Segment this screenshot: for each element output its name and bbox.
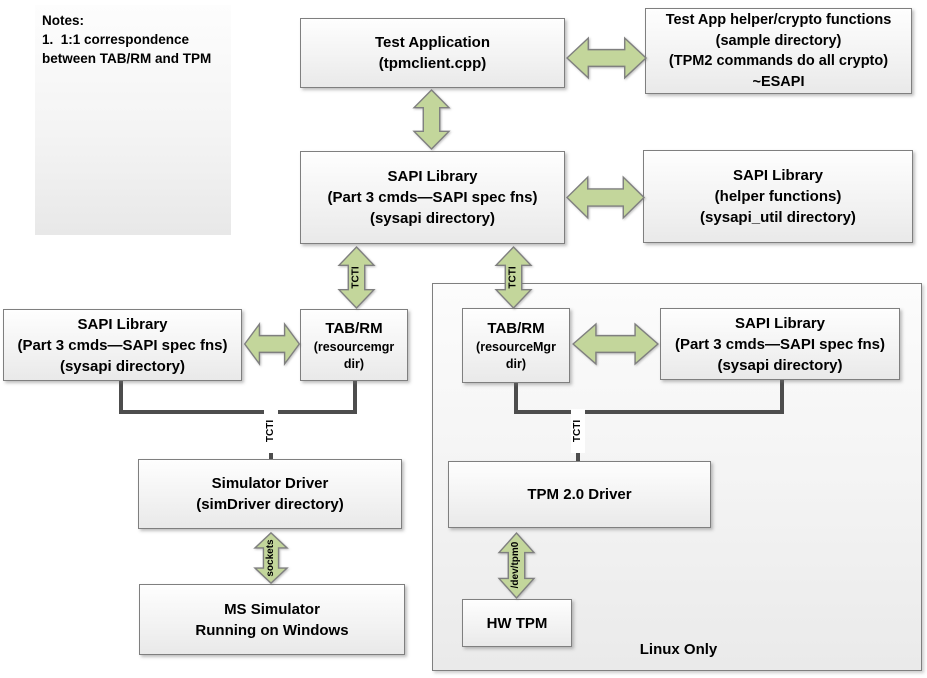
box-line: SAPI Library (77, 315, 168, 333)
connector-segment (119, 410, 357, 414)
connector-segment (353, 381, 357, 414)
connector-segment (514, 383, 518, 414)
box-line: (Part 3 cmds—SAPI spec fns) (327, 189, 538, 206)
tcti-label: TCTI (507, 266, 519, 289)
box-line: (helper functions) (714, 188, 842, 205)
simulator-driver-box: Simulator Driver (simDriver directory) (138, 459, 402, 529)
box-line: TAB/RM (325, 319, 383, 337)
box-line: (sysapi_util directory) (700, 209, 856, 226)
connector-segment (119, 381, 123, 414)
box-line: SAPI Library (732, 167, 824, 184)
dev-tpm0-arrow (498, 532, 535, 599)
box-line: Simulator Driver (211, 475, 329, 492)
test-app-helper-box: Test App helper/crypto functions (sample… (645, 8, 912, 94)
box-line: TPM 2.0 Driver (527, 486, 632, 503)
box-line: HW TPM (486, 614, 548, 632)
tpm20-driver-box: TPM 2.0 Driver (448, 461, 711, 528)
sapi-library-center-box: SAPI Library (Part 3 cmds—SAPI spec fns)… (300, 151, 565, 244)
dev-tpm0-label: /dev/tpm0 (510, 541, 521, 589)
testapp-sapi-arrow (413, 89, 450, 150)
box-line: (sysapi directory) (717, 356, 843, 374)
box-line: (resourceMgr (476, 340, 556, 354)
note-line: Notes: (42, 13, 85, 28)
box-line: dir) (505, 357, 527, 371)
box-line: Running on Windows (195, 621, 349, 639)
note-line: between TAB/RM and TPM (42, 51, 212, 66)
box-line: (sysapi directory) (59, 357, 186, 375)
box-line: (sample directory) (715, 32, 842, 49)
box-line: MS Simulator (224, 600, 320, 618)
sapi-library-helper-box: SAPI Library (helper functions) (sysapi_… (643, 150, 913, 243)
tcti-label: TCTI (350, 266, 362, 289)
linux-only-label: Linux Only (639, 641, 718, 658)
box-line: (simDriver directory) (196, 496, 344, 513)
tabrm-left-box: TAB/RM (resourcemgr dir) (300, 309, 408, 381)
box-line: (Part 3 cmds—SAPI spec fns) (17, 336, 228, 354)
box-line: Test App helper/crypto functions (665, 12, 892, 28)
box-line: dir) (343, 356, 365, 371)
box-line: SAPI Library (387, 168, 478, 185)
tabrm-right-box: TAB/RM (resourceMgr dir) (462, 308, 570, 383)
tabrm-sapiright-arrow (572, 322, 659, 366)
sockets-label: sockets (265, 539, 276, 577)
connector-segment (514, 410, 784, 414)
sapi-library-left-box: SAPI Library (Part 3 cmds—SAPI spec fns)… (3, 309, 242, 381)
tcti-label: TCTI (264, 409, 278, 453)
tcti-arrow-left (338, 246, 375, 309)
box-line: (TPM2 commands do all crypto) (668, 53, 889, 69)
box-line: TAB/RM (487, 320, 545, 337)
notes-box: Notes: 1. 1:1 correspondence between TAB… (35, 5, 231, 235)
tcti-label: TCTI (571, 409, 585, 453)
box-line: Test Application (374, 34, 490, 51)
box-line: (resourcemgr (313, 339, 395, 354)
box-line: (tpmclient.cpp) (378, 55, 487, 72)
sockets-arrow (254, 532, 288, 584)
box-line: (sysapi directory) (369, 210, 496, 227)
tcti-arrow-right (495, 246, 532, 309)
box-line: ~ESAPI (752, 73, 805, 90)
sapi-library-right-box: SAPI Library (Part 3 cmds—SAPI spec fns)… (660, 308, 900, 380)
connector-segment (780, 380, 784, 414)
testapp-helper-arrow (566, 36, 647, 80)
sapi-helper-arrow (566, 175, 645, 220)
box-line: (Part 3 cmds—SAPI spec fns) (674, 335, 886, 353)
ms-simulator-box: MS Simulator Running on Windows (139, 584, 405, 655)
box-line: SAPI Library (734, 314, 826, 332)
note-line: 1. 1:1 correspondence (42, 32, 190, 47)
hw-tpm-box: HW TPM (462, 599, 572, 647)
sapileft-tabrm-arrow (244, 322, 300, 366)
test-application-box: Test Application (tpmclient.cpp) (300, 18, 565, 88)
